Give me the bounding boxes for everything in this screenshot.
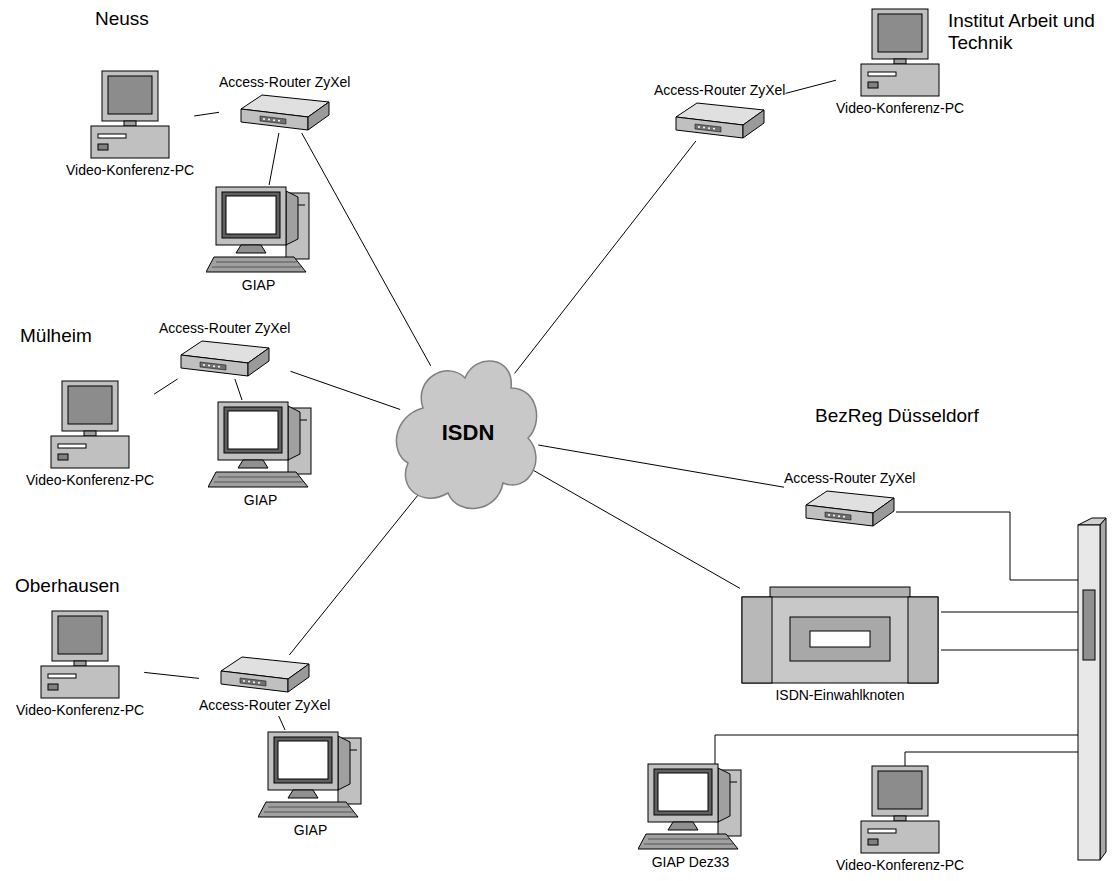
network-link xyxy=(538,445,784,487)
hub-wire xyxy=(941,650,1078,651)
router-symbol xyxy=(676,103,764,138)
node-label: GIAP xyxy=(242,277,275,294)
node-label: GIAP xyxy=(244,492,277,509)
node-label: Video-Konferenz-PC xyxy=(836,857,964,874)
pc-icon xyxy=(40,610,120,700)
network-link xyxy=(786,80,837,93)
node-label: Video-Konferenz-PC xyxy=(26,472,154,489)
node-label: Access-Router ZyXel xyxy=(654,82,785,99)
node-label: GIAP Dez33 xyxy=(652,854,730,871)
node-label: Access-Router ZyXel xyxy=(784,470,915,487)
video-conference-pc: Video-Konferenz-PC xyxy=(66,70,194,181)
hub-wire xyxy=(905,752,1078,767)
pc-icon xyxy=(50,380,130,470)
node-label: Access-Router ZyXel xyxy=(219,74,350,91)
network-link xyxy=(531,469,740,588)
pc-icon xyxy=(860,8,940,98)
video-conference-pc: Video-Konferenz-PC xyxy=(16,610,144,721)
node-label: Video-Konferenz-PC xyxy=(66,162,194,179)
site-name: Institut Arbeit und Technik xyxy=(948,10,1098,54)
giap-workstation: GIAP xyxy=(208,400,313,511)
site-name: Oberhausen xyxy=(15,575,120,597)
pc-symbol xyxy=(861,766,939,853)
hub-wire xyxy=(896,512,1078,580)
hub-wire xyxy=(715,735,1078,764)
router-symbol xyxy=(221,657,309,692)
video-conference-pc: Video-Konferenz-PC xyxy=(26,380,154,491)
dial-in-node: ISDN-Einwahlknoten xyxy=(740,585,940,706)
site-name: Mülheim xyxy=(20,325,92,347)
node-label: Video-Konferenz-PC xyxy=(16,702,144,719)
knoten-symbol xyxy=(742,587,938,683)
giap-workstation: GIAP xyxy=(206,185,311,296)
router-icon xyxy=(220,655,310,695)
router-symbol xyxy=(241,95,329,130)
node-label: ISDN xyxy=(442,420,495,446)
hub-side xyxy=(1100,518,1106,860)
network-hub xyxy=(1078,525,1100,860)
router-symbol xyxy=(181,341,269,376)
network-link xyxy=(269,133,279,185)
access-router: Access-Router ZyXel xyxy=(654,80,785,141)
pc-symbol xyxy=(51,381,129,468)
giap-symbol xyxy=(638,764,741,849)
isdn-cloud: ISDN xyxy=(393,348,543,518)
pc-symbol xyxy=(861,9,939,96)
network-link xyxy=(235,379,242,400)
network-link xyxy=(291,371,401,409)
network-link xyxy=(289,492,420,655)
video-conference-pc: Video-Konferenz-PC xyxy=(836,8,964,119)
giap-symbol xyxy=(206,187,309,272)
giap-icon xyxy=(208,400,313,490)
giap-symbol xyxy=(208,402,311,487)
node-label: Access-Router ZyXel xyxy=(159,320,290,337)
hub-ports xyxy=(1083,590,1095,660)
router-icon xyxy=(675,101,765,141)
node-label: ISDN-Einwahlknoten xyxy=(775,687,904,704)
giap-workstation: GIAP Dez33 xyxy=(638,762,743,873)
giap-symbol xyxy=(258,732,361,817)
router-symbol xyxy=(806,491,894,526)
pc-icon xyxy=(860,765,940,855)
node-label: Video-Konferenz-PC xyxy=(836,100,964,117)
pc-symbol xyxy=(41,611,119,698)
network-link xyxy=(194,112,219,116)
access-router: Access-Router ZyXel xyxy=(199,655,330,716)
node-label: Access-Router ZyXel xyxy=(199,697,330,714)
access-router: Access-Router ZyXel xyxy=(219,72,350,133)
giap-workstation: GIAP xyxy=(258,730,363,841)
network-link xyxy=(154,379,177,394)
network-link xyxy=(144,672,199,678)
video-conference-pc: Video-Konferenz-PC xyxy=(836,765,964,876)
router-icon xyxy=(805,489,895,529)
giap-icon xyxy=(258,730,363,820)
site-name: BezReg Düsseldorf xyxy=(815,405,979,427)
pc-symbol xyxy=(91,71,169,158)
node-label: GIAP xyxy=(294,822,327,839)
pc-icon xyxy=(90,70,170,160)
router-icon xyxy=(180,339,270,379)
giap-icon xyxy=(206,185,311,275)
site-name: Neuss xyxy=(95,8,149,30)
access-router: Access-Router ZyXel xyxy=(784,468,915,529)
cloud-outline xyxy=(396,361,536,509)
knoten-icon xyxy=(740,585,940,685)
hub-wire xyxy=(941,612,1078,613)
network-link xyxy=(279,716,285,730)
network-link xyxy=(515,141,696,373)
router-icon xyxy=(240,93,330,133)
access-router: Access-Router ZyXel xyxy=(159,318,290,379)
giap-icon xyxy=(638,762,743,852)
network-link xyxy=(302,133,431,366)
